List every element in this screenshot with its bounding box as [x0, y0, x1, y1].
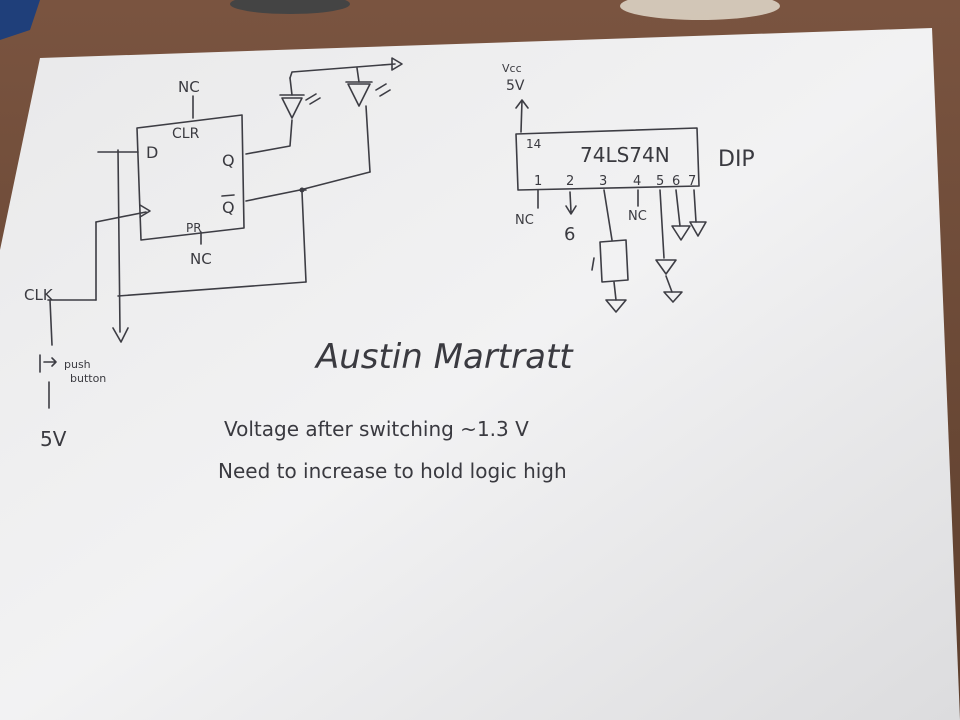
- switch-arrow: [43, 357, 57, 367]
- chip-part-number: 74LS74N: [580, 143, 670, 167]
- pin2-arrow: [565, 191, 577, 215]
- pin6-lead: [675, 189, 681, 227]
- vcc-voltage-label: 5V: [506, 78, 525, 94]
- led-1: [279, 77, 321, 119]
- chip-body: [515, 127, 700, 191]
- pin5-ground: [663, 291, 683, 303]
- pin-4-label: 4: [633, 174, 641, 189]
- pin5-lead: [659, 189, 665, 259]
- flip-flop-schematic: NC CLR D Q Q PR NC CLK push button 5V: [24, 57, 403, 451]
- clk-to-switch: [49, 299, 53, 346]
- button-label: button: [70, 372, 106, 385]
- pin5-ground-lead: [665, 275, 673, 293]
- pin3-switch-contact: [591, 257, 595, 271]
- led2-lead: [365, 105, 371, 173]
- flip-flop-box: [136, 114, 245, 241]
- clr-label: CLR: [172, 126, 200, 142]
- ground-arrow: [112, 327, 129, 343]
- qbar-label: Q: [222, 198, 235, 217]
- note-line-1: Voltage after switching ~1.3 V: [224, 417, 529, 441]
- clock-triangle: [139, 204, 151, 218]
- desk-object: [230, 0, 350, 14]
- pin3-lead: [603, 189, 613, 241]
- pr-label: PR: [186, 221, 202, 235]
- note-line-2: Need to increase to hold logic high: [218, 459, 567, 483]
- pin-3-label: 3: [599, 174, 607, 189]
- supply-label: 5V: [40, 427, 67, 451]
- pin7-triangle: [689, 221, 707, 237]
- pin2-label: 6: [564, 224, 575, 245]
- pin-1-label: 1: [534, 174, 542, 189]
- vcc-label: Vcc: [502, 62, 522, 75]
- desk-object: [0, 0, 40, 40]
- vcc-pin-arrow: [515, 99, 529, 133]
- pin6-led: [671, 225, 691, 241]
- q-output-wire: [245, 119, 293, 155]
- push-label: push: [64, 358, 91, 371]
- pin3-ground-lead: [613, 281, 617, 301]
- pin4-nc-label: NC: [628, 209, 647, 224]
- clk-wire-in: [95, 211, 147, 223]
- junction-dot: [299, 187, 305, 193]
- d-vertical-wire: [117, 149, 121, 333]
- d-label: D: [146, 143, 158, 162]
- pin-7-label: 7: [688, 174, 696, 189]
- pin1-nc-label: NC: [515, 213, 534, 228]
- chip-schematic: Vcc 5V 14 74LS74N DIP 1 2 3 4 5 6 7 NC 6…: [502, 62, 755, 313]
- signature: Austin Martratt: [314, 337, 574, 377]
- package-label: DIP: [718, 147, 755, 172]
- q-label: Q: [222, 151, 235, 170]
- pin-2-label: 2: [566, 174, 574, 189]
- qbar-to-led: [299, 171, 371, 191]
- feedback-wire-bottom: [117, 281, 307, 297]
- paper-sheet: [0, 28, 960, 720]
- qbar-overline: [221, 194, 235, 197]
- nc-top-label: NC: [178, 78, 200, 96]
- led2-top-lead: [356, 67, 360, 83]
- pin-6-label: 6: [672, 174, 680, 189]
- led-2: [345, 81, 391, 107]
- pin-5-label: 5: [656, 174, 664, 189]
- desk-object: [620, 0, 780, 20]
- led-top-rail: [289, 63, 396, 79]
- pin5-led: [655, 259, 677, 275]
- pin7-lead: [693, 189, 697, 223]
- pin3-switch: [599, 239, 629, 283]
- pin3-ground: [605, 299, 627, 313]
- clk-label: CLK: [24, 286, 54, 304]
- feedback-wire: [301, 191, 307, 283]
- nc-bottom-label: NC: [190, 250, 212, 268]
- pin14-label: 14: [526, 137, 541, 151]
- vcc-arrow: [391, 57, 403, 71]
